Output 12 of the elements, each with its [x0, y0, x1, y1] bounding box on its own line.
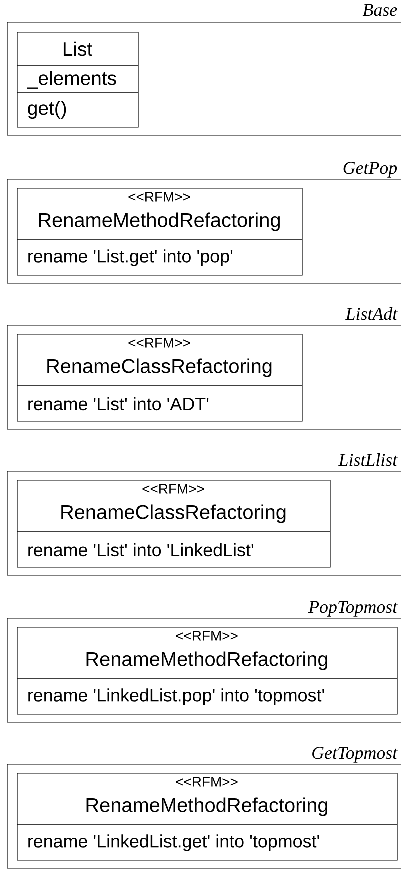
class-box: <<RFM>> RenameMethodRefactoring rename 'LinkedList.pop' into 'topmost': [16, 627, 398, 715]
frame-title: PopTopmost: [308, 601, 398, 617]
frame-title: ListLlist: [338, 454, 398, 466]
class-box: <<RFM>> RenameClassRefactoring rename 'List' into 'ADT': [16, 334, 303, 422]
frame-title: GetTopmost: [312, 747, 398, 763]
class-box: <<RFM>> RenameMethodRefactoring rename 'LinkedList.get' into 'topmost': [16, 773, 398, 861]
class-box: <<RFM>> RenameMethodRefactoring rename 'List.get' into 'pop': [16, 188, 303, 276]
class-box: List _elements get(): [16, 32, 139, 128]
frame-title: Base: [362, 4, 398, 16]
frame-title: GetPop: [344, 162, 398, 178]
frame-title: ListAdt: [346, 308, 398, 320]
class-box: <<RFM>> RenameClassRefactoring rename 'List' into 'LinkedList': [16, 480, 331, 568]
